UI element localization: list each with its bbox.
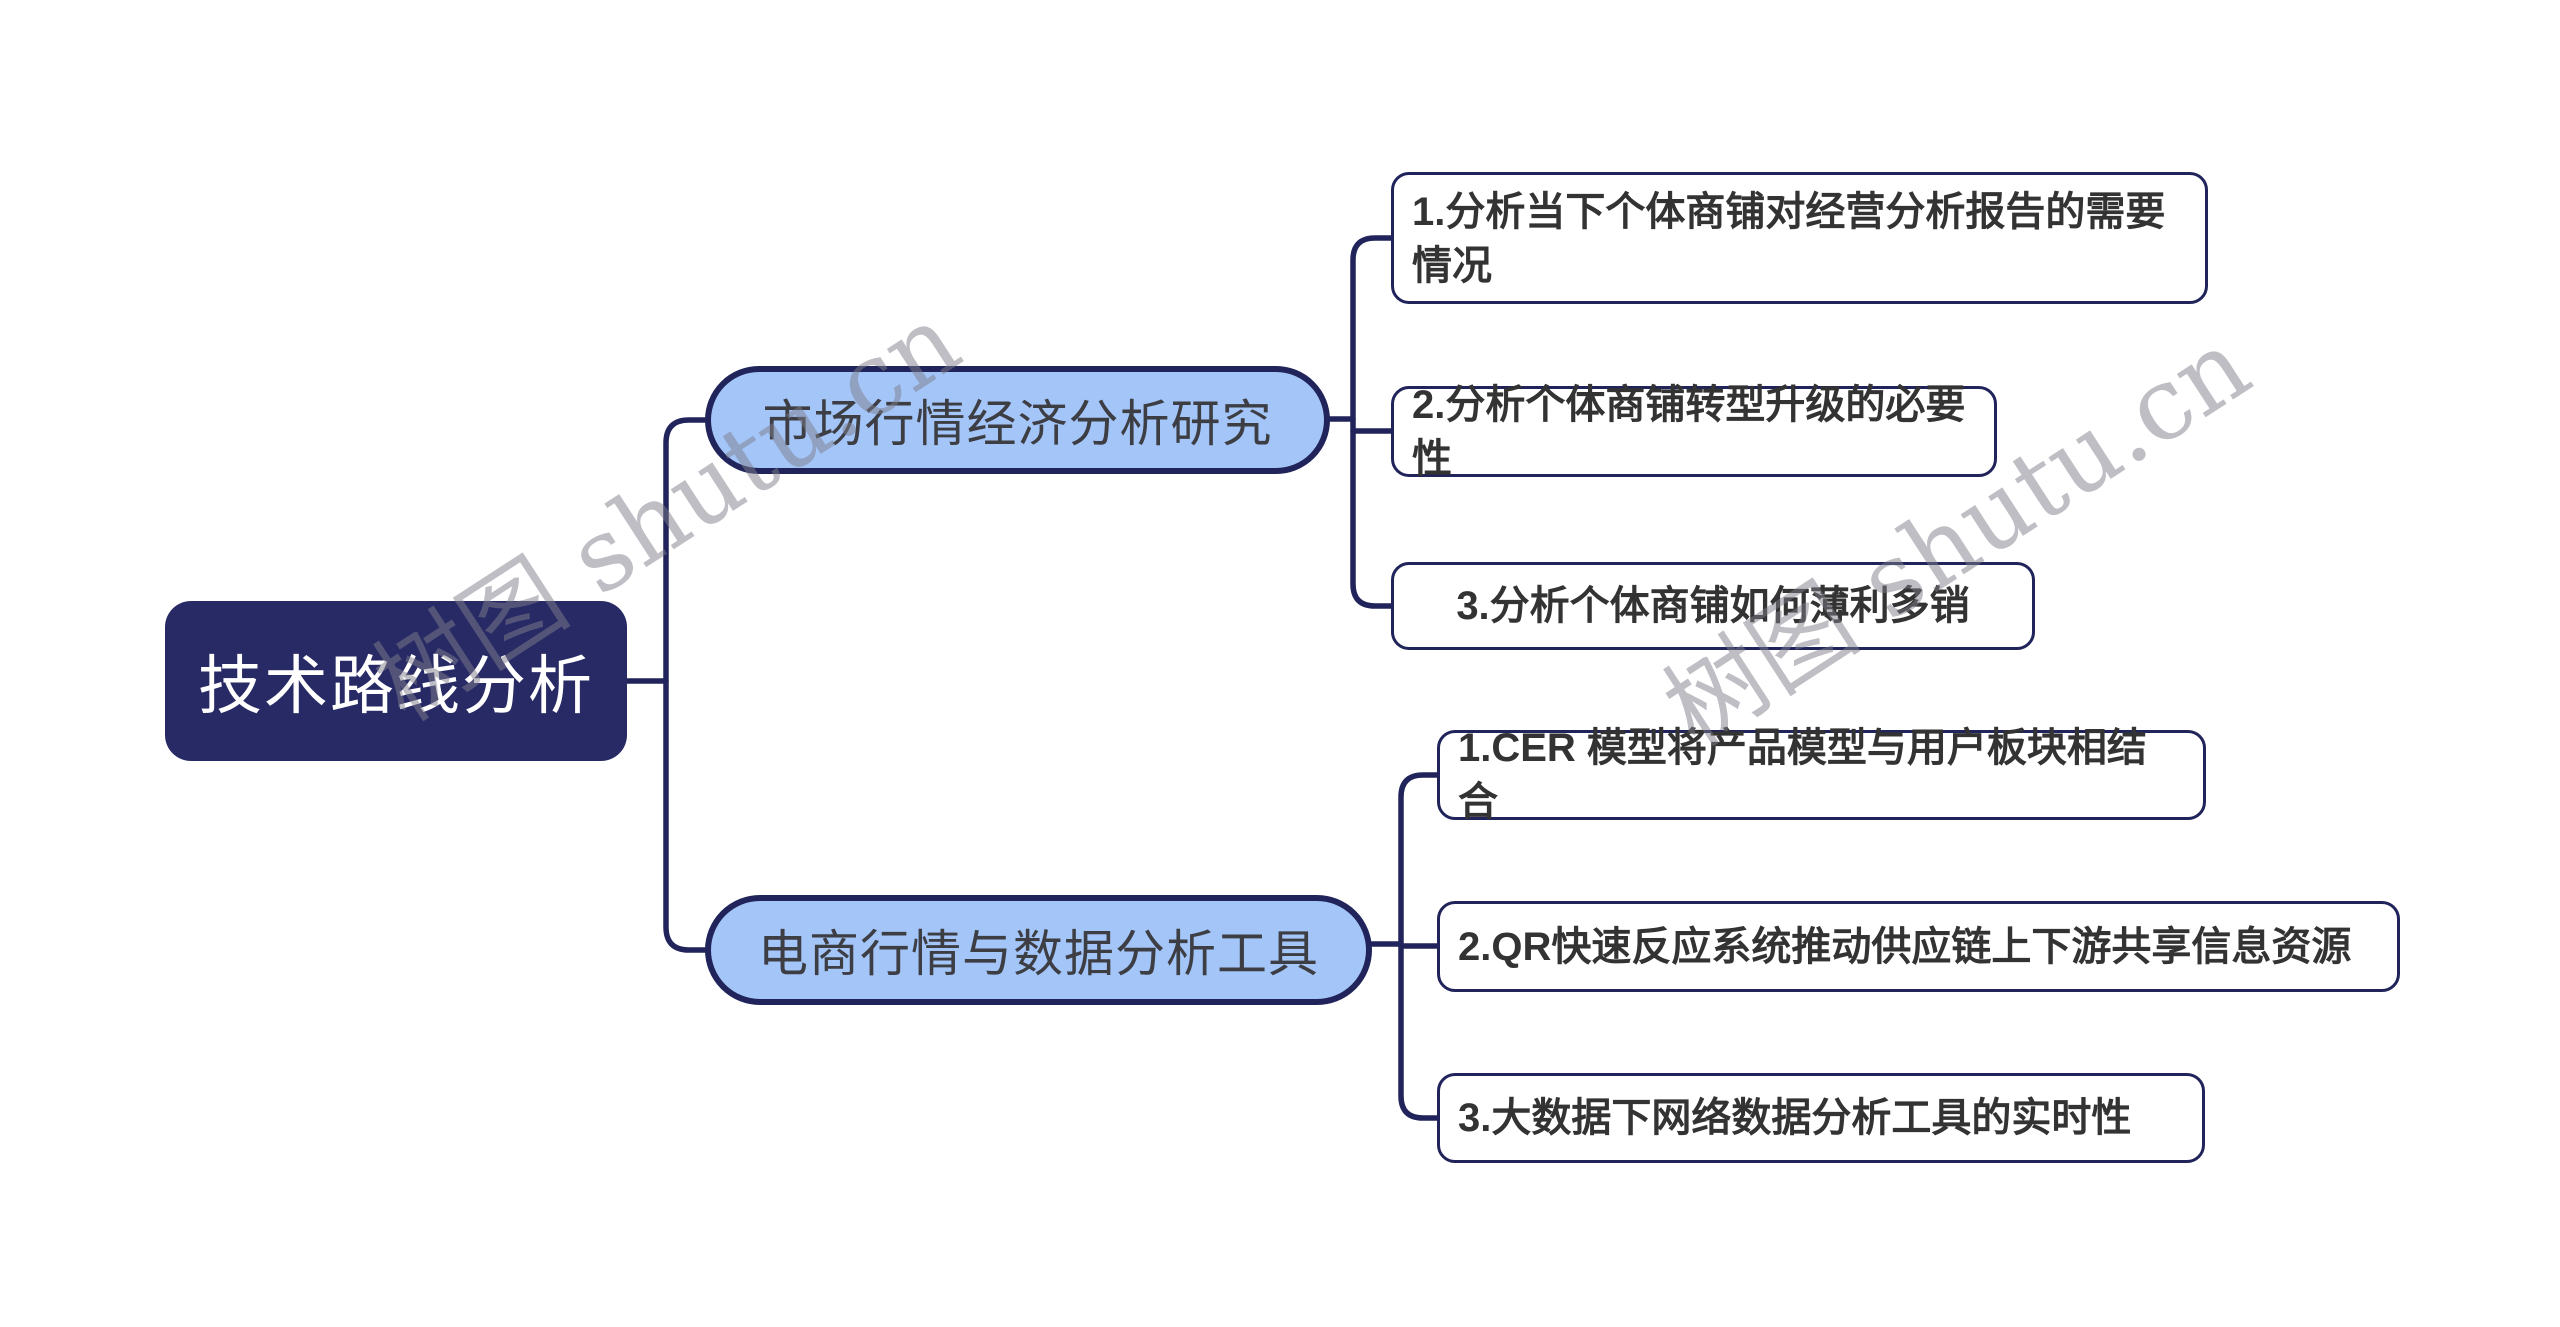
leaf-node-label: 3.大数据下网络数据分析工具的实时性 [1458,1096,2132,1140]
leaf-node-label: 2.分析个体商铺转型升级的必要性 [1412,382,1966,481]
leaf-node-2-3[interactable]: 3.大数据下网络数据分析工具的实时性 [1437,1073,2205,1163]
branch-node-ecommerce-tools[interactable]: 电商行情与数据分析工具 [705,895,1372,1005]
leaf-node-2-1[interactable]: 1.CER 模型将产品模型与用户板块相结合 [1437,726,2206,824]
root-node[interactable]: 技术路线分析 [165,601,627,761]
connector-branch1-trunk [1350,235,1394,609]
connector-root-trunk [663,417,708,953]
leaf-node-label: 2.QR快速反应系统推动供应链上下游共享信息资源 [1458,924,2352,969]
branch-node-label: 市场行情经济分析研究 [762,396,1273,452]
leaf-node-label: 3.分析个体商铺如何薄利多销 [1456,584,1970,628]
leaf-node-1-1[interactable]: 1.分析当下个体商铺对经营分析报告的需要情况 [1391,172,2208,304]
leaf-node-1-3[interactable]: 3.分析个体商铺如何薄利多销 [1391,562,2035,650]
leaf-node-2-2[interactable]: 2.QR快速反应系统推动供应链上下游共享信息资源 [1437,901,2400,992]
leaf-node-1-2[interactable]: 2.分析个体商铺转型升级的必要性 [1391,383,1997,481]
branch-node-label: 电商行情与数据分析工具 [758,926,1319,982]
branch-node-market-research[interactable]: 市场行情经济分析研究 [705,366,1330,474]
root-node-label: 技术路线分析 [198,650,594,722]
leaf-node-label: 1.分析当下个体商铺对经营分析报告的需要情况 [1412,190,2166,288]
leaf-node-label: 1.CER 模型将产品模型与用户板块相结合 [1458,726,2147,824]
